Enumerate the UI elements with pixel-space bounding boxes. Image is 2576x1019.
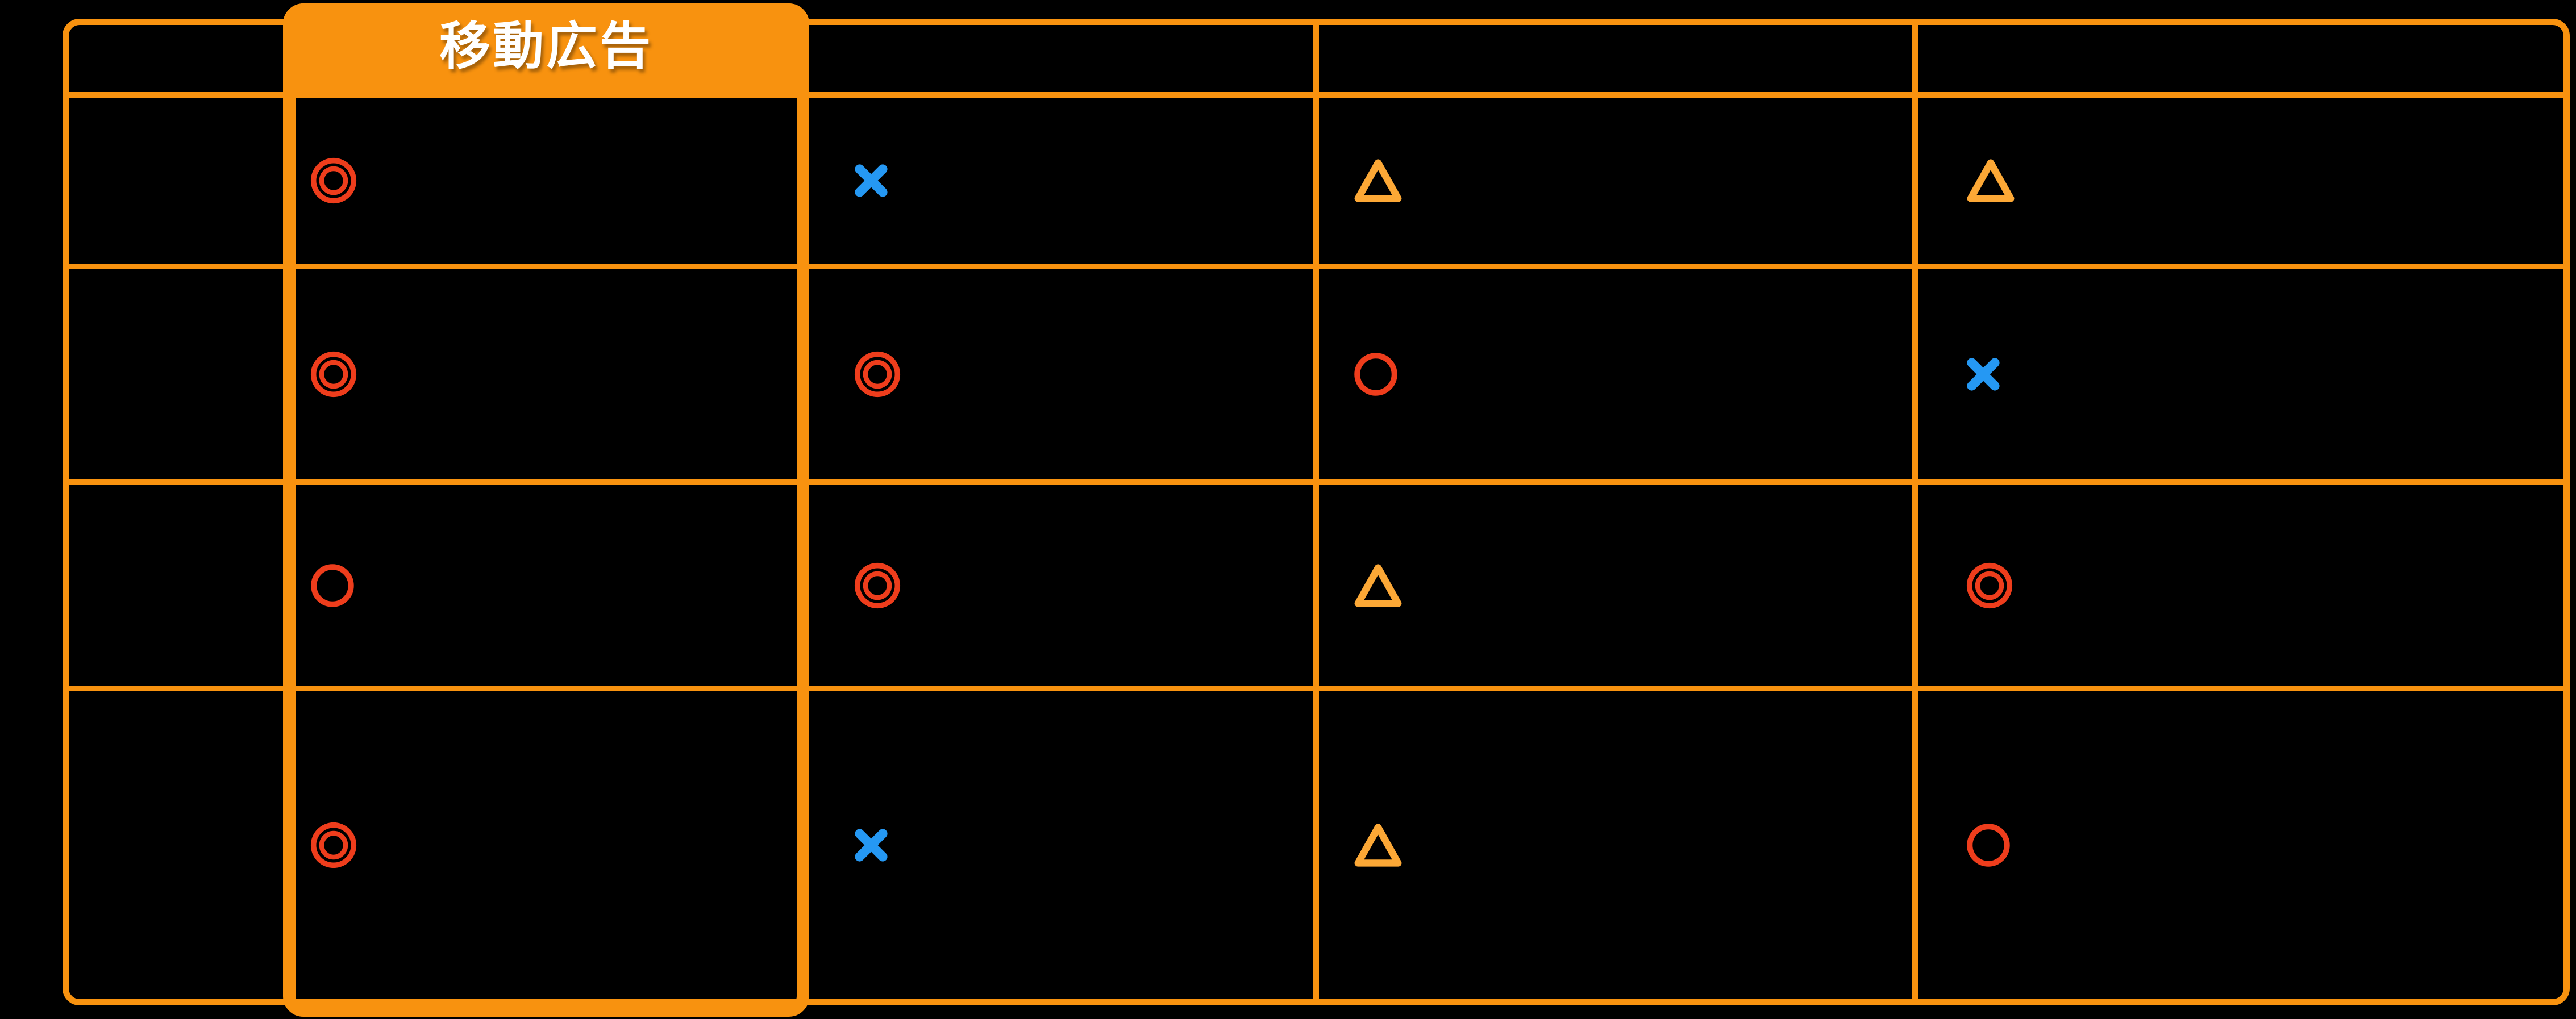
circle-icon bbox=[1967, 824, 2010, 867]
double-circle-icon bbox=[854, 351, 901, 398]
comparison-table bbox=[63, 19, 2570, 1005]
double-circle-icon bbox=[854, 562, 901, 608]
highlight-column-header: 移動広告 bbox=[283, 3, 809, 93]
cross-icon bbox=[855, 164, 888, 197]
row-label-cell-r3 bbox=[69, 686, 289, 999]
table-cell-r2-c3 bbox=[1313, 479, 1912, 686]
header-cell-c4 bbox=[1912, 25, 2563, 92]
table-cell-r0-c3 bbox=[1313, 92, 1912, 264]
triangle-icon bbox=[1354, 563, 1402, 607]
double-circle-icon bbox=[310, 157, 357, 204]
circle-icon bbox=[1354, 353, 1397, 396]
table-cell-r0-c4 bbox=[1912, 92, 2563, 264]
header-cell-c2 bbox=[804, 25, 1313, 92]
triangle-icon bbox=[1967, 159, 2015, 202]
double-circle-icon bbox=[1966, 562, 2013, 608]
cross-icon bbox=[1967, 358, 2000, 391]
row-label-cell-r1 bbox=[69, 264, 289, 479]
table-cell-r2-c4 bbox=[1912, 479, 2563, 686]
highlight-column-label: 移動広告 bbox=[439, 16, 653, 76]
cross-icon bbox=[855, 829, 888, 862]
table-cell-r2-c2 bbox=[804, 479, 1313, 686]
table-cell-r1-c4 bbox=[1912, 264, 2563, 479]
double-circle-icon bbox=[310, 351, 357, 398]
table-cell-r1-c1 bbox=[289, 264, 804, 479]
table-cell-r3-c4 bbox=[1912, 686, 2563, 999]
double-circle-icon bbox=[310, 822, 357, 868]
header-cell-c3 bbox=[1313, 25, 1912, 92]
table-cell-r0-c1 bbox=[289, 92, 804, 264]
table-cell-r3-c1 bbox=[289, 686, 804, 999]
table-cell-r1-c3 bbox=[1313, 264, 1912, 479]
row-label-cell-r0 bbox=[69, 92, 289, 264]
circle-icon bbox=[311, 563, 354, 607]
table-cell-r3-c3 bbox=[1313, 686, 1912, 999]
triangle-icon bbox=[1354, 159, 1402, 202]
table-cell-r2-c1 bbox=[289, 479, 804, 686]
triangle-icon bbox=[1354, 824, 1402, 867]
header-cell-c0 bbox=[69, 25, 289, 92]
row-label-cell-r2 bbox=[69, 479, 289, 686]
table-cell-r0-c2 bbox=[804, 92, 1313, 264]
table-cell-r3-c2 bbox=[804, 686, 1313, 999]
table-cell-r1-c2 bbox=[804, 264, 1313, 479]
